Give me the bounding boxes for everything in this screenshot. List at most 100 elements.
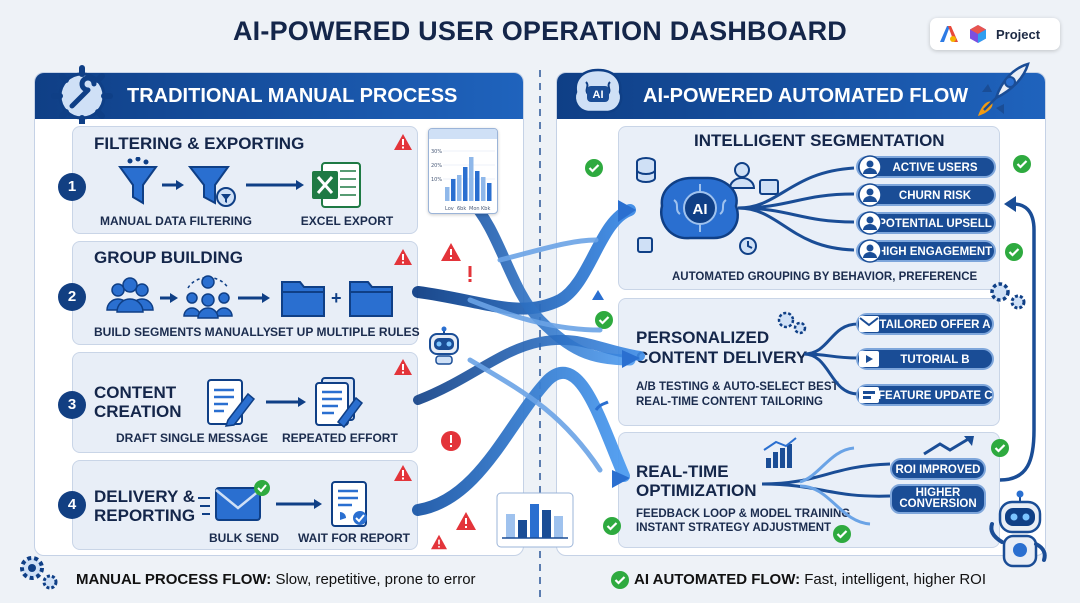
gear-icon — [20, 556, 58, 590]
footer-manual-label: MANUAL PROCESS FLOW: — [76, 571, 272, 588]
caption-excel-export: EXCEL EXPORT — [300, 214, 394, 228]
content-creation-icons-row — [207, 377, 364, 428]
report-document-icon — [331, 481, 367, 527]
gear-wrench-icon — [51, 65, 113, 124]
step-title-3: CONTENT CREATION — [94, 383, 182, 421]
svg-text:+: + — [331, 288, 342, 308]
content-pill-feature-update[interactable]: FEATURE UPDATE C — [856, 384, 994, 406]
personalized-title-line2: CONTENT DELIVERY — [636, 348, 808, 367]
warning-icon — [456, 512, 476, 530]
segmentation-diagram: AI — [636, 157, 855, 255]
ai-panel-header: AI-POWERED AUTOMATED FLOW — [557, 73, 1045, 119]
chat-icon — [759, 179, 779, 195]
mini-chart-bar — [469, 157, 474, 201]
step-title-4: DELIVERY & REPORTING — [94, 487, 196, 525]
folder-icon — [281, 281, 325, 317]
mail-icon — [859, 316, 879, 332]
mini-chart-bar — [475, 171, 480, 201]
folder-icon — [349, 281, 393, 317]
filtering-icons-row — [118, 157, 361, 208]
segmentation-caption: AUTOMATED GROUPING BY BEHAVIOR, PREFEREN… — [672, 271, 978, 283]
mini-chart-titlebar — [429, 129, 497, 139]
check-icon — [1013, 155, 1031, 173]
content-pill-tailored-offer[interactable]: TAILORED OFFER A — [856, 313, 994, 335]
segment-user-icons — [858, 155, 882, 263]
mini-chart-bar — [457, 175, 462, 201]
project-badge[interactable]: Project — [930, 18, 1060, 50]
personalized-title-line1: PERSONALIZED — [636, 328, 770, 347]
warning-icon — [394, 134, 412, 150]
content-pill-tutorial[interactable]: TUTORIAL B — [856, 348, 994, 370]
step-number-4: 4 — [58, 491, 86, 519]
feature-icon — [859, 387, 879, 403]
personalized-sub-line2: REAL-TIME CONTENT TAILORING — [636, 396, 823, 408]
check-icon — [585, 159, 603, 177]
project-cube-icon — [970, 25, 986, 43]
bar-chart-icon — [496, 492, 574, 548]
check-icon — [833, 525, 851, 543]
brand-logo-icon — [940, 26, 958, 42]
mini-chart-y-tick: 20% — [431, 163, 442, 169]
mini-chart-bar — [451, 179, 456, 201]
exclamation-icon — [468, 266, 472, 282]
delivery-icons-row — [198, 480, 367, 527]
step-number-3: 3 — [58, 391, 86, 419]
result-pill-higher-conversion[interactable]: HIGHER CONVERSION — [890, 484, 986, 514]
segmentation-title: INTELLIGENT SEGMENTATION — [694, 131, 945, 150]
document-pencil-icon — [207, 379, 256, 427]
gears-icon — [990, 282, 1026, 310]
funnel-filter-icon — [187, 166, 236, 207]
footer-ai: AI AUTOMATED FLOW: Fast, intelligent, hi… — [634, 571, 986, 588]
step-title-1: FILTERING & EXPORTING — [94, 134, 305, 153]
caption-build-segments-manually: BUILD SEGMENTS MANUALLY — [94, 325, 271, 339]
check-badge-icon — [254, 480, 270, 496]
warning-icon — [394, 359, 412, 375]
trend-up-icon — [923, 436, 974, 456]
manual-panel-heading: TRADITIONAL MANUAL PROCESS — [127, 85, 458, 107]
personalized-sub-line1: A/B TESTING & AUTO-SELECT BEST — [636, 381, 839, 393]
ai-brain-icon: AI — [573, 68, 623, 114]
footer-ai-label: AI AUTOMATED FLOW: — [634, 571, 801, 588]
excel-icon — [312, 162, 361, 208]
segment-pill-active-users[interactable]: ACTIVE USERS — [856, 156, 996, 178]
envelope-icon — [215, 487, 261, 521]
badge-label: Project — [996, 26, 1041, 42]
feedback-loop-arrow — [999, 196, 1036, 482]
result-pill-roi-improved[interactable]: ROI IMPROVED — [890, 458, 986, 480]
mini-chart-bar — [445, 187, 450, 201]
segment-pill-potential-upsell[interactable]: POTENTIAL UPSELL — [856, 212, 996, 234]
svg-text:AI: AI — [593, 89, 604, 101]
segment-pill-high-engagement[interactable]: HIGH ENGAGEMENT — [856, 240, 996, 262]
funnel-icon — [118, 157, 158, 205]
network-users-icon — [183, 275, 233, 319]
warning-icon — [394, 465, 412, 481]
database-icon — [636, 157, 656, 183]
page-title: AI-POWERED USER OPERATION DASHBOARD — [232, 16, 848, 46]
footer-manual-text: Slow, repetitive, prone to error — [271, 571, 476, 588]
mini-chart-y-tick: 30% — [431, 149, 442, 155]
ai-panel-heading: AI-POWERED AUTOMATED FLOW — [643, 85, 969, 107]
footer-manual: MANUAL PROCESS FLOW: Slow, repetitive, p… — [76, 571, 476, 588]
caption-bulk-send: BULK SEND — [208, 531, 279, 545]
optimization-branches — [761, 437, 891, 526]
group-building-icons-row: + — [106, 275, 393, 319]
users-group-icon — [106, 277, 154, 313]
mini-chart-bar — [481, 177, 486, 201]
brain-ai-icon: AI — [659, 176, 739, 240]
manual-panel-header: TRADITIONAL MANUAL PROCESS — [35, 73, 523, 119]
robot-mascot-icon — [989, 490, 1047, 568]
svg-text:AI: AI — [693, 201, 708, 218]
check-icon — [611, 571, 629, 589]
segment-pill-churn-risk[interactable]: CHURN RISK — [856, 184, 996, 206]
caption-manual-data-filtering: MANUAL DATA FILTERING — [100, 214, 252, 228]
optimization-title-line2: OPTIMIZATION — [636, 481, 757, 500]
gears-icon — [777, 311, 807, 335]
step-title-2: GROUP BUILDING — [94, 248, 243, 267]
check-icon — [991, 439, 1009, 457]
rocket-icon — [978, 62, 1030, 116]
video-icon — [859, 351, 879, 367]
check-icon — [595, 311, 613, 329]
